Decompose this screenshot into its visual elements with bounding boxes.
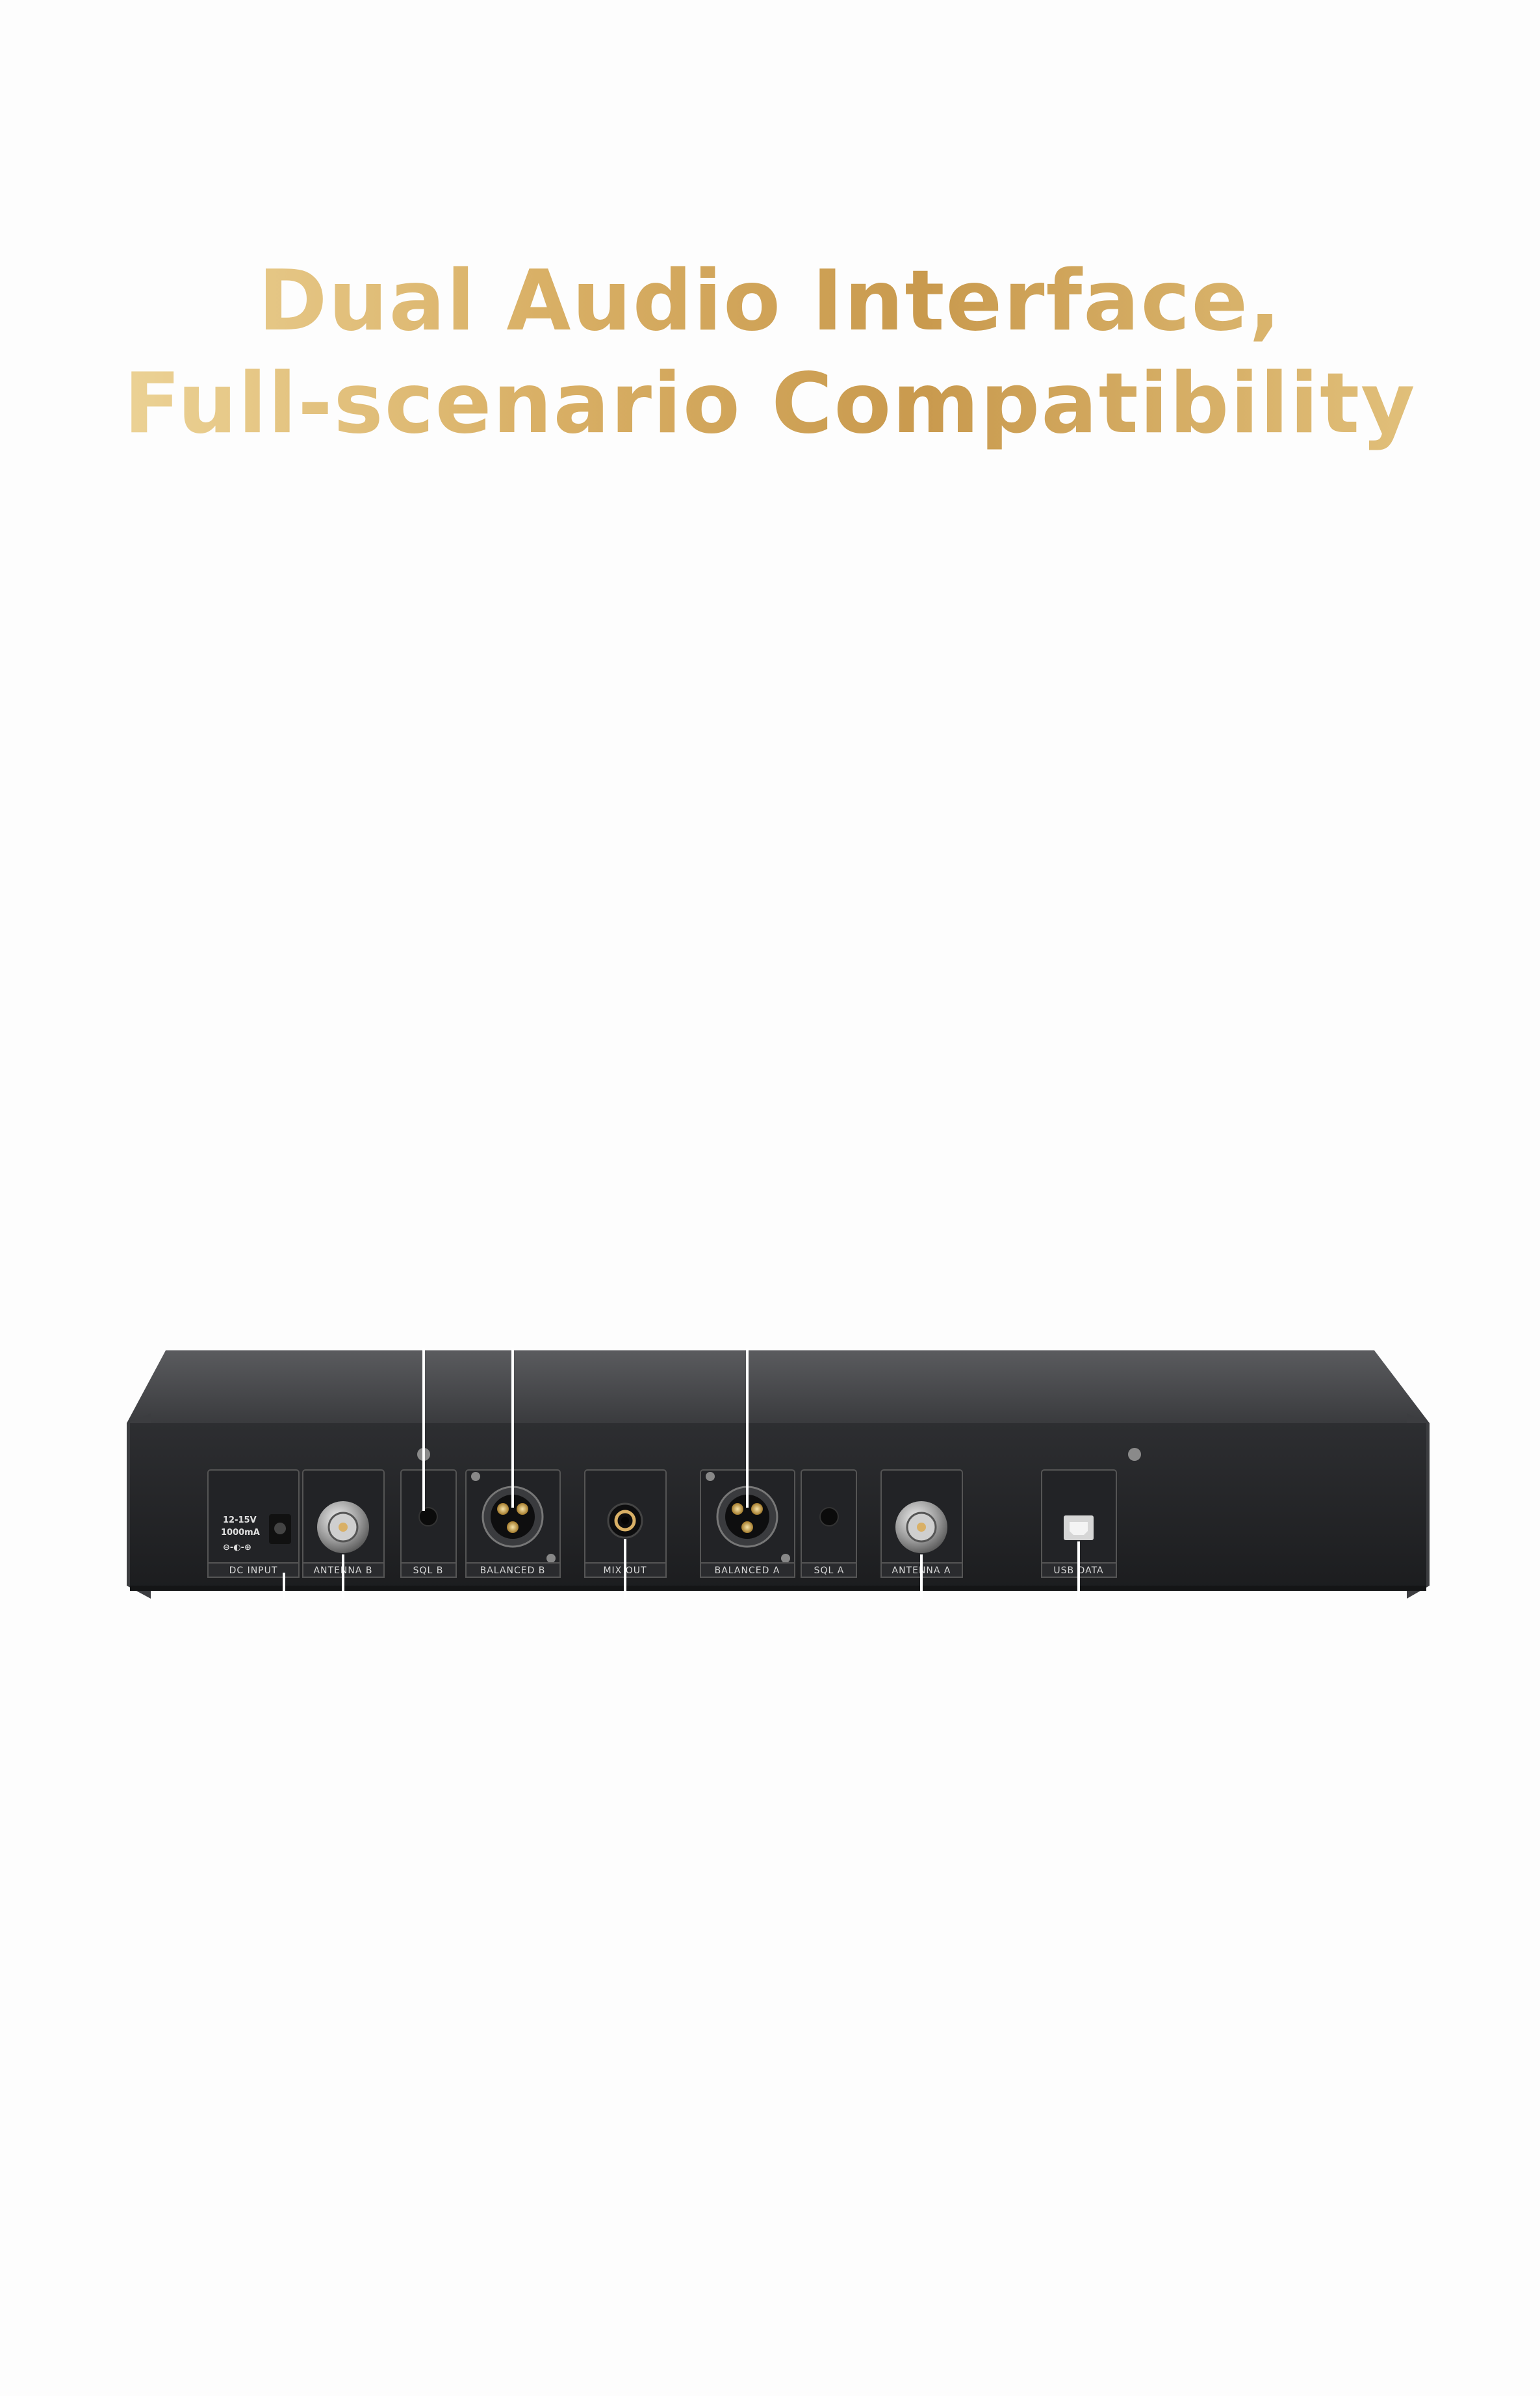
- dc-current-spec: 1000mA: [221, 1528, 260, 1538]
- sql-a-label: SQL A: [814, 1565, 845, 1576]
- callout-lines: [283, 1348, 1080, 1599]
- dc-input-label: DC INPUT: [229, 1565, 278, 1576]
- dc-voltage-spec: 12-15V: [223, 1515, 257, 1525]
- sql-a-knob[interactable]: SQL A: [801, 1469, 857, 1578]
- chassis-top: [127, 1350, 1430, 1423]
- balanced-b-label: BALANCED B: [480, 1565, 546, 1576]
- dc-jack[interactable]: [274, 1523, 286, 1534]
- headline-line-2: Full-scenario Compatibility: [0, 353, 1540, 456]
- antenna-a-port[interactable]: ANTENNA A: [880, 1469, 963, 1578]
- sql-b-knob[interactable]: SQL B: [400, 1469, 457, 1578]
- balanced-b-xlr[interactable]: BALANCED B: [465, 1469, 561, 1578]
- dc-polarity-icon: ⊖-◐-⊕: [223, 1543, 251, 1552]
- screw-icon: [1128, 1448, 1141, 1461]
- dc-input-section: 12-15V 1000mA ⊖-◐-⊕ DC INPUT: [207, 1469, 300, 1578]
- headline: Dual Audio Interface, Full-scenario Comp…: [0, 250, 1540, 456]
- balanced-a-label: BALANCED A: [715, 1565, 780, 1576]
- trim-knob-icon: [418, 1507, 438, 1526]
- sql-b-label: SQL B: [413, 1565, 444, 1576]
- headline-line-1: Dual Audio Interface,: [0, 250, 1540, 353]
- balanced-a-xlr[interactable]: BALANCED A: [700, 1469, 795, 1578]
- trim-knob-icon: [819, 1507, 839, 1526]
- mix-out-jack[interactable]: MIX OUT: [584, 1469, 667, 1578]
